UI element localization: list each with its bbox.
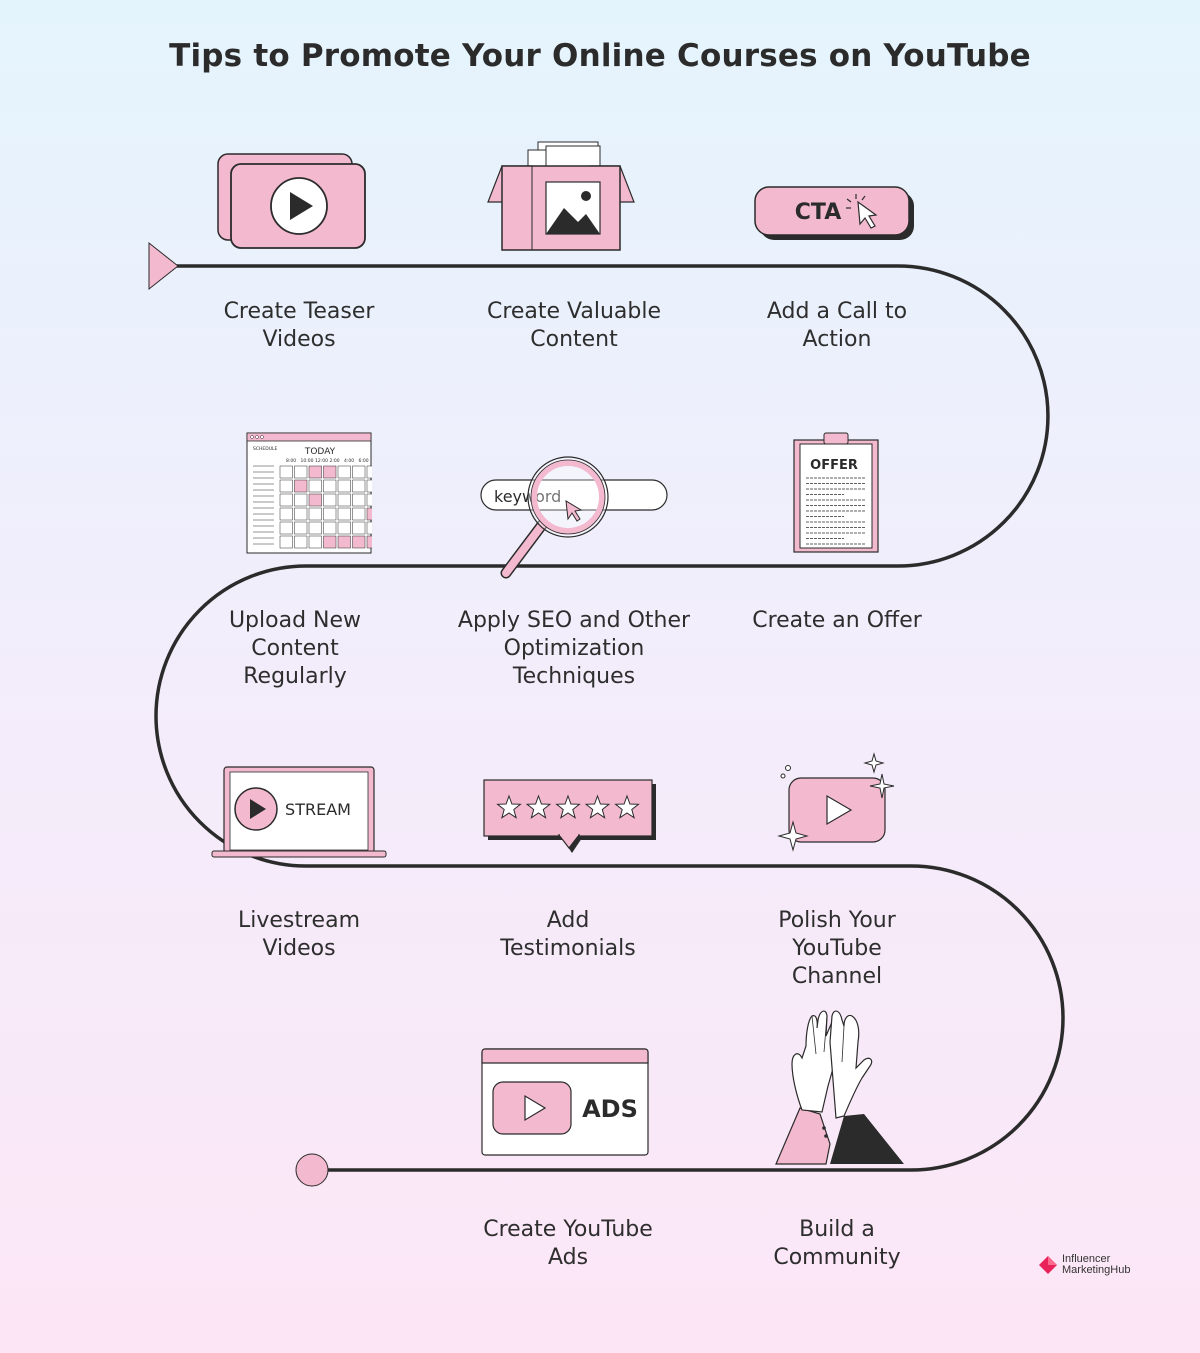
calendar-cell [308,493,322,507]
calendar-cell [279,535,293,549]
clipboard-offer-icon: OFFER [793,432,879,553]
today-text: TODAY [304,447,336,457]
rating-star-icon [614,794,640,819]
calendar-cell [366,479,372,493]
calendar-cell [308,507,322,521]
calendar-cell [352,521,366,535]
calendar-cell [366,507,372,521]
stream-text: STREAM [285,800,351,819]
ads-window-icon: ADS [481,1048,649,1156]
calendar-cell [337,493,351,507]
calendar-cell [294,507,308,521]
time-label: 4:00 [344,458,354,464]
calendar-cell [366,521,372,535]
calendar-cell [352,535,366,549]
step-label-youtube-ads: Create YouTube Ads [483,1217,653,1270]
calendar-cell [308,465,322,479]
schedule-text: SCHEDULE [253,446,277,452]
step-label-call-to-action: Add a Call to Action [766,299,908,352]
rating-star-icon [496,794,522,819]
calendar-cell [337,521,351,535]
step-label-community: Build a Community [773,1217,901,1270]
cta-button-icon: CTA [754,186,914,240]
calendar-cell [352,479,366,493]
rating-star-icon [525,794,552,819]
youtube-sparkle-icon [777,752,895,852]
calendar-cell [352,493,366,507]
calendar-cell [323,521,337,535]
influencer-marketing-hub-logo: Influencer MarketingHub [1038,1254,1130,1276]
page-title: Tips to Promote Your Online Courses on Y… [169,38,1031,74]
step-label-polish-channel: Polish Your YouTube Channel [778,908,896,989]
calendar-cell [279,521,293,535]
time-label: 12:00 [315,458,328,464]
star-rating-icon [483,779,656,853]
logo-diamond-icon [1039,1256,1057,1274]
logo-text: Influencer MarketingHub [1062,1253,1131,1276]
magnifier-search-icon: keyword [480,456,668,579]
calendar-cell [294,521,308,535]
stream-laptop-icon: STREAM [211,766,387,858]
end-dot-icon [295,1153,329,1187]
calendar-cell [323,479,337,493]
offer-text: OFFER [810,458,858,473]
step-label-upload-content: Upload New Content Regularly [228,608,362,689]
calendar-cell [337,507,351,521]
calendar-cell [323,535,337,549]
high-five-icon [775,1010,904,1165]
calendar-cell [294,479,308,493]
calendar-cell [308,479,322,493]
calendar-cell [294,535,308,549]
calendar-cell [323,493,337,507]
step-label-testimonials: Add Testimonials [500,908,636,961]
calendar-cell [323,507,337,521]
start-arrow-icon [148,241,179,291]
calendar-cell [279,493,293,507]
calendar-cell [366,535,372,549]
calendar-cell [279,479,293,493]
rating-star-icon [555,794,581,819]
calendar-cell [294,493,308,507]
calendar-cell [366,465,372,479]
step-label-offer: Create an Offer [752,608,922,633]
calendar-cell [352,465,366,479]
calendar-cell [294,465,308,479]
step-label-teaser-videos: Create Teaser Videos [223,299,375,352]
rating-star-icon [584,794,611,819]
calendar-cell [323,465,337,479]
calendar-cell [308,521,322,535]
calendar-cell [308,535,322,549]
calendar-cell [337,479,351,493]
time-label: 6:00 [359,458,369,464]
cta-text: CTA [795,200,841,225]
time-label: 10:00 [301,458,314,464]
step-label-valuable-content: Create Valuable Content [486,299,662,352]
step-label-livestream: Livestream Videos [237,908,361,961]
calendar-cell [279,507,293,521]
content-box-icon [487,141,635,251]
calendar-cell [352,507,366,521]
teaser-video-icon [217,153,366,249]
ads-text: ADS [582,1095,638,1123]
calendar-cell [366,493,372,507]
time-label: 2:00 [330,458,340,464]
calendar-cell [337,535,351,549]
step-label-seo: Apply SEO and Other Optimization Techniq… [457,608,691,689]
time-label: 8:00 [286,458,296,464]
calendar-cell [337,465,351,479]
calendar-cell [279,465,293,479]
